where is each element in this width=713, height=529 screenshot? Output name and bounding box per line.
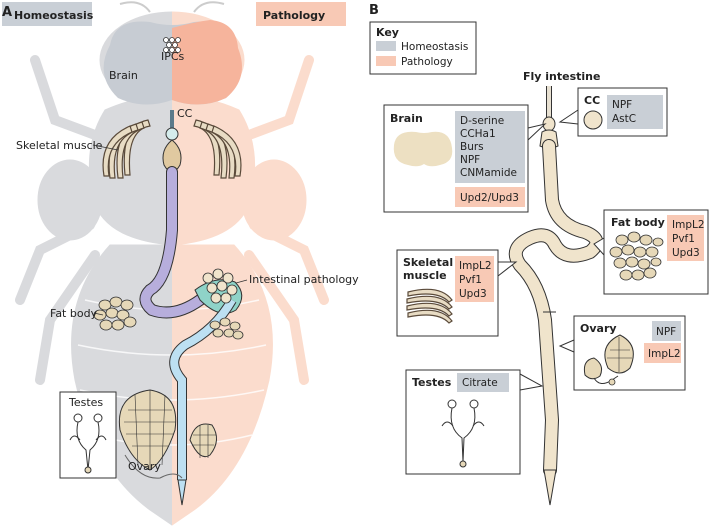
ovary-box-pointer [558, 339, 575, 353]
brain-pathology-item: Upd2/Upd3 [460, 192, 519, 204]
skeletal-muscle-item: ImpL2 [459, 260, 492, 272]
fat-body-right [209, 317, 244, 340]
skeletal-muscle-title-line2: muscle [403, 269, 447, 282]
skeletal-muscle-box-pointer [497, 261, 518, 277]
skeletal-muscle-item: Pvf1 [459, 274, 482, 286]
brain-item: CCHa1 [460, 128, 496, 140]
key-swatch-pathology [376, 56, 396, 66]
fat-body-left [93, 296, 137, 331]
label-ovary: Ovary [128, 460, 161, 473]
brain-item: NPF [460, 154, 480, 166]
brain-homeostasis-items: D-serine CCHa1 Burs NPF CNMamide [460, 115, 517, 179]
testes-homeostasis-item: Citrate [462, 377, 498, 389]
fat-body-pathology-list [667, 215, 704, 261]
fat-body-title: Fat body [611, 216, 665, 229]
key-title: Key [376, 26, 399, 39]
cc-icon [583, 110, 603, 130]
skeletal-muscle-pathology-list [455, 256, 494, 302]
skeletal-muscle-item: Upd3 [459, 288, 487, 300]
brain-box-pointer [527, 123, 547, 141]
label-fat-body: Fat body [50, 307, 98, 320]
label-testes: Testes [68, 396, 103, 409]
oviduct [124, 454, 183, 479]
skeletal-muscle-title-line1: Skeletal [403, 256, 453, 269]
cc-homeostasis-list [607, 95, 663, 129]
fat-body-leader [93, 312, 104, 316]
testes-icon [441, 399, 485, 468]
ovary-right [189, 423, 217, 458]
brain-pathology [172, 20, 242, 105]
ovary-homeostasis-item: NPF [656, 326, 676, 338]
label-intestinal-pathology: Intestinal pathology [249, 273, 359, 286]
brain-item: CNMamide [460, 167, 517, 179]
label-cc: CC [177, 107, 193, 120]
ovary-title: Ovary [580, 322, 617, 335]
brain-item: D-serine [460, 115, 504, 127]
testes-homeostasis-list [457, 373, 509, 392]
label-skeletal-muscle: Skeletal muscle [16, 139, 103, 152]
ovary-icon [583, 334, 634, 386]
pathology-tag-text: Pathology [263, 9, 325, 22]
homeostasis-tag-text: Homeostasis [14, 9, 94, 22]
key-label-homeostasis: Homeostasis [401, 41, 468, 53]
fat-body-box-pointer [593, 237, 605, 256]
ipc-cluster [163, 37, 181, 53]
brain-pathology-list [455, 187, 525, 207]
panel-a-letter: A [2, 5, 12, 20]
fly-intestine-label: Fly intestine [523, 70, 600, 83]
key-swatch-homeostasis [376, 41, 396, 51]
panel-b-letter: B [369, 3, 379, 18]
intestinal-pathology-cells [202, 268, 238, 304]
brain-icon [393, 131, 453, 167]
ovary-pathology-list [644, 343, 681, 363]
brain-item: Burs [460, 141, 484, 153]
brain-title: Brain [390, 112, 423, 125]
fat-body-item: Pvf1 [672, 233, 695, 245]
testes-inset-box [59, 391, 117, 479]
testes-inset-drawing [69, 413, 107, 474]
cc-title: CC [584, 94, 600, 107]
skeletal-muscle-icon [406, 288, 453, 324]
cc-box-pointer [558, 109, 579, 125]
ovary-pathology-item: ImpL2 [648, 348, 681, 360]
testes-box-pointer [519, 373, 544, 391]
intestinal-pathology-leader [235, 279, 248, 284]
label-ipcs: IPCs [161, 50, 185, 63]
brain-homeostasis-list [455, 111, 525, 183]
ovary-left [118, 389, 177, 471]
label-brain: Brain [109, 69, 138, 82]
skeletal-muscle-right [193, 119, 242, 179]
panel-a: A Homeostasis Pathology IPCs Brain CC Sk… [2, 2, 359, 525]
fat-body-icon [609, 231, 664, 281]
homeostasis-tag [2, 2, 92, 26]
fly-gut [139, 110, 243, 506]
cc-item: AstC [612, 113, 636, 125]
cc-item: NPF [612, 99, 632, 111]
panel-b: B Key Homeostasis Pathology Fly intestin… [369, 3, 709, 506]
pathology-tag [256, 2, 346, 26]
skeletal-muscle-left [102, 119, 151, 179]
fly-intestine [508, 86, 604, 506]
fat-body-item: ImpL2 [672, 219, 705, 231]
testes-title: Testes [412, 376, 452, 389]
key-label-pathology: Pathology [401, 56, 453, 68]
skeletal-muscle-leader [92, 144, 119, 151]
ovary-homeostasis-list [652, 321, 681, 341]
fat-body-item: Upd3 [672, 247, 700, 259]
